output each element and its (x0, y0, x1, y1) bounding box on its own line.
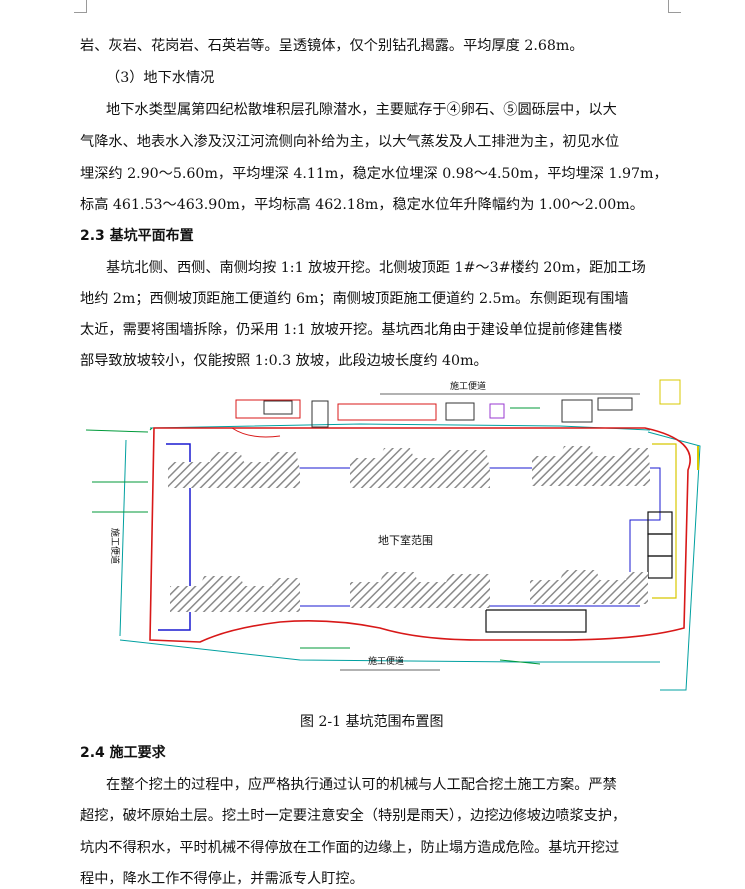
road-line (119, 439, 127, 637)
paragraph-line: 岩、灰岩、花岗岩、石英岩等。呈透镜体，仅个别钻孔揭露。平均厚度 2.68m。 (80, 38, 584, 54)
road-line (149, 423, 651, 431)
road-label-bottom: 施工便道 (368, 655, 404, 667)
section-heading: 2.4 施工要求 (80, 745, 166, 761)
site-boundary-line (647, 431, 701, 691)
facility-box (659, 379, 681, 405)
facility-outline (231, 427, 281, 438)
paragraph-line: 太近，需要将围墙拆除，仍采用 1:1 放坡开挖。基坑西北角由于建设单位提前修建售… (80, 322, 623, 338)
callout-leader (85, 429, 149, 433)
paragraph-line: 气降水、地表水入渗及汉江河流侧向补给为主，以大气蒸发及人工排泄为主，初见水位 (80, 134, 620, 150)
drainage-ditch (158, 443, 191, 631)
margin-corner-mark (74, 0, 87, 13)
callout-leader (149, 427, 153, 431)
pit-layout-figure: 施工便道 地下室范围 施工便道 施工便道 (85, 379, 701, 691)
paragraph-line: 地约 2m；西侧坡顶距施工便道约 6m；南侧坡顶距施工便道约 2.5m。东侧距现… (80, 291, 629, 307)
facility-box (311, 400, 329, 428)
building-hatch (350, 448, 490, 488)
building-hatch (170, 576, 300, 612)
facility-box (489, 403, 505, 419)
paragraph-line: 程中，降水工作不得停止，并需派专人盯控。 (80, 871, 364, 887)
building-hatch (168, 452, 300, 488)
paragraph-line: 部导致放坡较小，仅能按照 1:0.3 放坡，此段边坡长度约 40m。 (80, 353, 488, 369)
basement-area-label: 地下室范围 (378, 533, 433, 547)
building-hatch (532, 446, 650, 486)
paragraph-line: 地下水类型属第四纪松散堆积层孔隙潜水，主要赋存于④卵石、⑤圆砾层中，以大 (106, 102, 617, 118)
section-heading: 2.3 基坑平面布置 (80, 228, 194, 244)
road-line (119, 639, 660, 663)
paragraph-line: 坑内不得积水，平时机械不得停放在工作面的边缘上，防止塌方造成危险。基坑开挖过 (80, 840, 620, 856)
margin-corner-mark (668, 0, 681, 13)
facility-box (263, 400, 293, 415)
subsection-title: （3）地下水情况 (106, 70, 215, 86)
paragraph-line: 在整个挖土的过程中，应严格执行通过认可的机械与人工配合挖土施工方案。严禁 (106, 777, 617, 793)
road-label-top: 施工便道 (450, 380, 486, 392)
paragraph-line: 超挖，破坏原始土层。挖土时一定要注意安全（特别是雨天），边挖边修坡边喷浆支护， (80, 808, 627, 824)
facility-box (445, 402, 475, 421)
figure-caption: 图 2-1 基坑范围布置图 (300, 714, 444, 730)
site-boundary-yellow (652, 443, 677, 599)
facility-outline (235, 399, 301, 419)
road-label-left: 施工便道 (109, 528, 121, 564)
facility-box (597, 397, 633, 411)
east-pit-cell (647, 555, 673, 579)
paragraph-line: 埋深约 2.90～5.60m，平均埋深 4.11m，稳定水位埋深 0.98～4.… (80, 166, 668, 182)
building-hatch (530, 570, 648, 604)
paragraph-line: 标高 461.53～463.90m，平均标高 462.18m，稳定水位年升降幅约… (80, 197, 644, 213)
facility-outline (337, 403, 437, 421)
east-pit-cell (485, 609, 587, 633)
callout-leader (499, 659, 541, 665)
drainage-ditch (190, 467, 661, 580)
east-pit-cell (647, 533, 673, 557)
facility-box (561, 399, 593, 423)
pit-boundary-red (149, 427, 691, 643)
building-hatch (350, 572, 490, 608)
paragraph-line: 基坑北侧、西侧、南侧均按 1:1 放坡开挖。北侧坡顶距 1#～3#楼约 20m，… (106, 260, 646, 276)
